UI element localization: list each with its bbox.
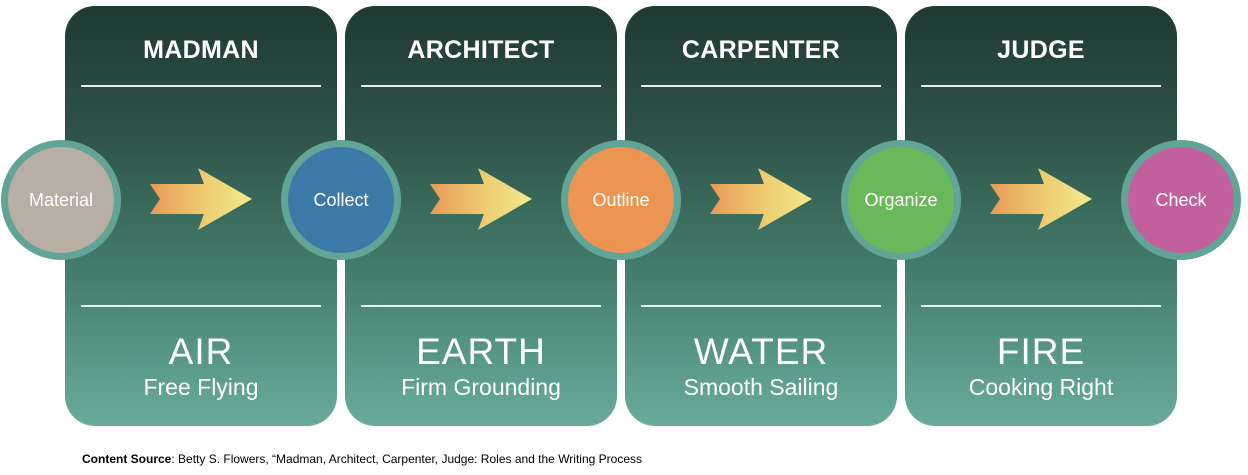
step-circle-material: Material bbox=[1, 140, 121, 260]
role-title: MADMAN bbox=[143, 36, 259, 64]
step-label: Collect bbox=[313, 189, 369, 210]
divider bbox=[81, 305, 321, 307]
element-subtitle: Cooking Right bbox=[968, 374, 1114, 400]
step-label: Material bbox=[28, 189, 94, 210]
element-name: FIRE bbox=[996, 331, 1086, 372]
role-title: CARPENTER bbox=[681, 36, 841, 64]
arrow-right-icon bbox=[710, 168, 812, 230]
step-circle-outline: Outline bbox=[561, 140, 681, 260]
element-subtitle: Smooth Sailing bbox=[683, 374, 839, 400]
divider bbox=[361, 85, 601, 87]
role-title: ARCHITECT bbox=[407, 36, 555, 64]
divider bbox=[361, 305, 601, 307]
content-source: Content Source: Betty S. Flowers, “Madma… bbox=[82, 452, 642, 466]
divider bbox=[81, 85, 321, 87]
divider bbox=[641, 85, 881, 87]
divider bbox=[641, 305, 881, 307]
element-name: EARTH bbox=[416, 331, 546, 372]
step-circle-organize: Organize bbox=[841, 140, 961, 260]
arrow-right-icon bbox=[430, 168, 532, 230]
role-title: JUDGE bbox=[997, 36, 1085, 64]
step-label: Outline bbox=[592, 189, 650, 210]
step-label: Organize bbox=[864, 189, 938, 210]
divider bbox=[921, 85, 1161, 87]
source-text: : Betty S. Flowers, “Madman, Architect, … bbox=[171, 452, 642, 466]
arrow-right-icon bbox=[150, 168, 252, 230]
element-subtitle: Firm Grounding bbox=[401, 374, 561, 400]
element-name: WATER bbox=[693, 331, 829, 372]
element-name: AIR bbox=[168, 331, 234, 372]
divider bbox=[921, 305, 1161, 307]
role-panel-carpenter: CARPENTER WATER Smooth Sailing bbox=[625, 6, 897, 426]
arrow-right-icon bbox=[990, 168, 1092, 230]
step-circle-collect: Collect bbox=[281, 140, 401, 260]
element-subtitle: Free Flying bbox=[143, 374, 259, 400]
step-label: Check bbox=[1155, 189, 1207, 210]
source-label: Content Source bbox=[82, 452, 172, 466]
step-circle-check: Check bbox=[1121, 140, 1241, 260]
